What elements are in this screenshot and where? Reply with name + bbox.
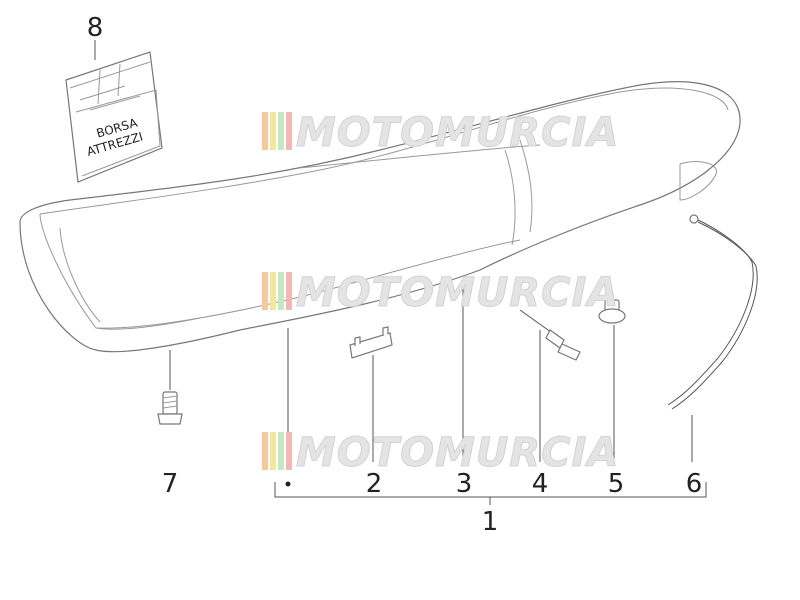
watermark-stripes [262, 432, 292, 470]
callout-7: 7 [162, 469, 179, 499]
watermark-text: MOTOMURCIA [296, 270, 619, 316]
callout-8: 8 [87, 13, 104, 43]
rubber-bumper [598, 299, 626, 324]
callout-3: 3 [456, 469, 473, 499]
callout-4: 4 [532, 469, 549, 499]
bracket [349, 326, 393, 359]
callout-2: 2 [366, 469, 383, 499]
watermark-bottom: MOTOMURCIA [262, 430, 619, 477]
connector [519, 309, 581, 361]
seat [19, 81, 741, 353]
watermark-top: MOTOMURCIA [262, 110, 619, 157]
leader-lines [94, 40, 707, 505]
watermark-middle: MOTOMURCIA [262, 270, 619, 317]
screw [157, 391, 183, 425]
watermark-stripes [262, 272, 292, 310]
callout-6: 6 [686, 469, 703, 499]
watermark-stripes [262, 112, 292, 150]
seat-cable [667, 214, 758, 410]
callout-1: 1 [482, 507, 499, 537]
tool-bag: BORSA ATTREZZI [65, 51, 163, 183]
watermark-text: MOTOMURCIA [296, 110, 619, 156]
callout-5: 5 [608, 469, 625, 499]
watermark-text: MOTOMURCIA [296, 430, 619, 476]
